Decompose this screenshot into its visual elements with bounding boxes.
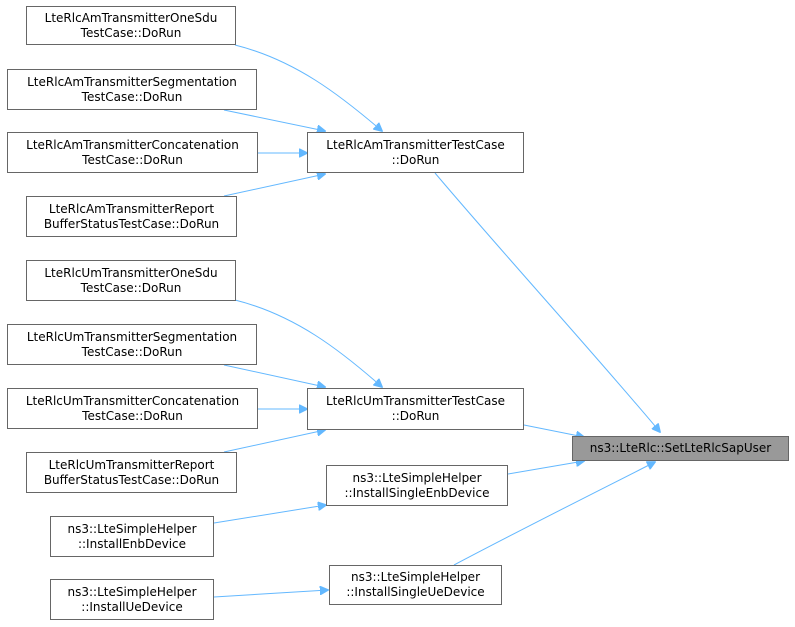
edge-am-testcase-to-root [434,172,660,432]
node-label-line2: BufferStatusTestCase::DoRun [43,472,220,487]
node-label-line2: TestCase::DoRun [80,25,182,40]
node-um-concatenation-dorun[interactable]: LteRlcUmTransmitterConcatenation TestCas… [7,388,258,429]
node-label-line1: ns3::LteSimpleHelper [67,521,197,536]
node-label-line1: LteRlcUmTransmitterReport [48,457,215,472]
node-label-line1: LteRlcUmTransmitterOneSdu [44,265,218,280]
node-label-line1: LteRlcUmTransmitterConcatenation [25,393,240,408]
edge-install-enb-to-install-single-enb [213,505,326,524]
node-label-line2: ::InstallEnbDevice [77,536,187,551]
node-um-one-sdu-dorun[interactable]: LteRlcUmTransmitterOneSdu TestCase::DoRu… [26,260,236,301]
edge-install-single-enb-to-root [507,461,584,475]
edge-install-ue-to-install-single-ue [213,590,328,598]
node-label-line2: ::InstallSingleUeDevice [346,585,485,599]
node-label-line1: ns3::LteSimpleHelper [352,470,482,485]
node-label-line1: ns3::LteSimpleHelper [351,570,480,584]
node-label-line2: TestCase::DoRun [80,280,182,295]
node-am-report-dorun[interactable]: LteRlcAmTransmitterReport BufferStatusTe… [26,196,237,237]
node-um-report-dorun[interactable]: LteRlcUmTransmitterReport BufferStatusTe… [26,452,237,493]
node-label-line1: LteRlcAmTransmitterOneSdu [44,10,218,25]
node-label-line1: LteRlcAmTransmitterReport [48,201,215,216]
edge-um-one-sdu-to-um-testcase [234,299,382,387]
edge-am-segmentation-to-am-testcase [223,109,325,131]
node-label-line1: LteRlcAmTransmitterConcatenation [26,137,239,152]
node-label-line1: LteRlcUmTransmitterSegmentation [26,329,238,344]
edge-um-segmentation-to-um-testcase [223,364,325,387]
node-um-testcase-dorun[interactable]: LteRlcUmTransmitterTestCase ::DoRun [307,388,524,430]
node-install-ue-device[interactable]: ns3::LteSimpleHelper ::InstallUeDevice [50,579,214,620]
edge-am-report-to-am-testcase [223,174,325,197]
node-label-line2: ::DoRun [391,152,440,167]
node-am-testcase-dorun[interactable]: LteRlcAmTransmitterTestCase ::DoRun [307,132,524,173]
node-am-concatenation-dorun[interactable]: LteRlcAmTransmitterConcatenation TestCas… [7,132,258,173]
node-label-line2: BufferStatusTestCase::DoRun [43,216,220,231]
node-label-line2: TestCase::DoRun [81,344,183,359]
node-install-single-ue-device[interactable]: ns3::LteSimpleHelper ::InstallSingleUeDe… [329,565,502,605]
node-install-single-enb-device[interactable]: ns3::LteSimpleHelper ::InstallSingleEnbD… [326,465,508,506]
node-label-line2: TestCase::DoRun [82,408,183,423]
node-label-line1: ns3::LteSimpleHelper [67,584,197,599]
edge-am-one-sdu-to-am-testcase [234,44,382,131]
node-um-segmentation-dorun[interactable]: LteRlcUmTransmitterSegmentation TestCase… [7,324,257,365]
node-label-line1: ns3::LteRlc::SetLteRlcSapUser [589,441,772,455]
node-label-line1: LteRlcUmTransmitterTestCase [326,394,505,408]
node-am-segmentation-dorun[interactable]: LteRlcAmTransmitterSegmentation TestCase… [7,69,257,110]
node-label-line2: ::InstallUeDevice [81,599,183,614]
node-set-lte-rlc-sap-user: ns3::LteRlc::SetLteRlcSapUser [572,436,789,461]
node-label-line2: TestCase::DoRun [82,152,183,167]
node-label-line1: LteRlcAmTransmitterSegmentation [27,74,237,89]
edge-um-report-to-um-testcase [223,430,325,453]
node-install-enb-device[interactable]: ns3::LteSimpleHelper ::InstallEnbDevice [50,516,214,557]
node-label-line2: TestCase::DoRun [81,89,183,104]
node-am-one-sdu-dorun[interactable]: LteRlcAmTransmitterOneSdu TestCase::DoRu… [26,6,236,45]
node-label-line1: LteRlcAmTransmitterTestCase [326,137,505,152]
node-label-line2: ::DoRun [391,409,440,423]
edge-install-single-ue-to-root [453,462,655,566]
node-label-line2: ::InstallSingleEnbDevice [344,485,490,500]
edge-um-testcase-to-root [523,424,584,437]
